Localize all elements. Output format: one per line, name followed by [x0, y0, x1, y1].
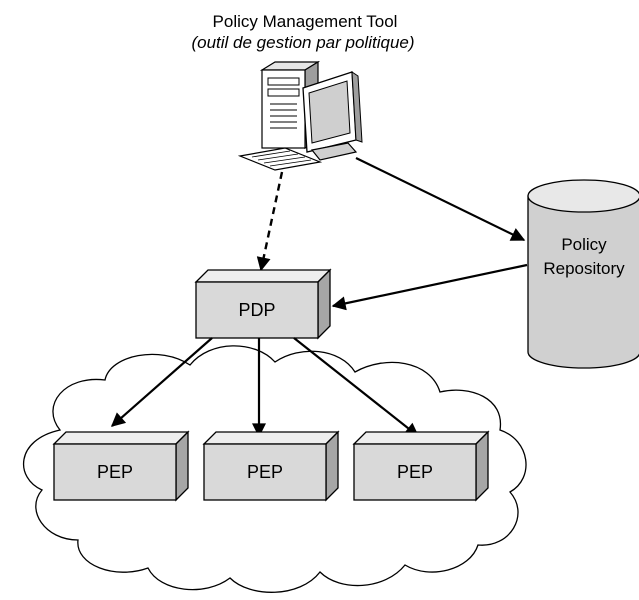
computer-icon	[237, 60, 363, 171]
repository-to-pdp-arrow	[331, 263, 528, 311]
pep-box: PEP	[202, 430, 340, 502]
policy-repository: Policy Repository	[527, 179, 639, 369]
tool-to-repository-arrow	[355, 157, 526, 241]
title-line-2: (outil de gestion par politique)	[191, 33, 414, 52]
pdp-box: PDP	[194, 268, 332, 340]
repository-label-line-1: Policy	[561, 235, 607, 254]
pdp-label: PDP	[238, 300, 275, 320]
pdp-to-pep-1-arrow	[110, 337, 213, 427]
tool-to-pdp-dashed-arrow	[256, 171, 284, 272]
pdp-to-pep-3-arrow	[293, 337, 420, 437]
pep-label: PEP	[247, 462, 283, 482]
pep-box: PEP	[52, 430, 190, 502]
repository-label-line-2: Repository	[543, 259, 625, 278]
title-line-1: Policy Management Tool	[213, 12, 398, 31]
pep-box: PEP	[352, 430, 490, 502]
pep-label: PEP	[397, 462, 433, 482]
pep-label: PEP	[97, 462, 133, 482]
